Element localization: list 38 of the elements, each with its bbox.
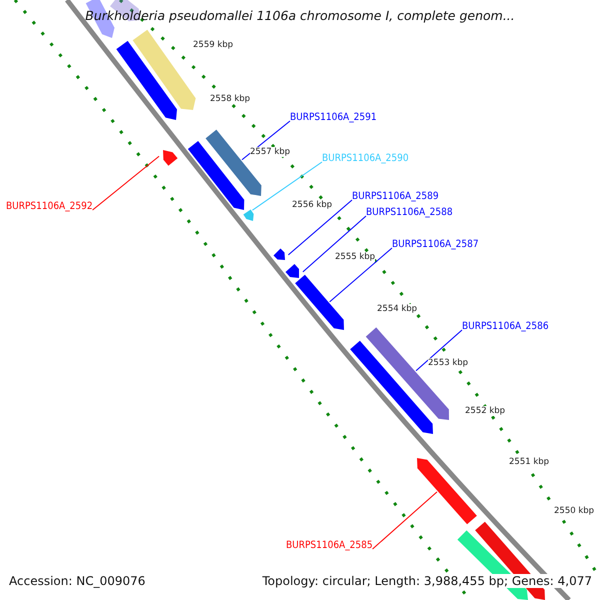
scale-label: 2555 kbp (335, 252, 376, 262)
gene-label: BURPS1106A_2591 (290, 112, 377, 123)
leader-line (329, 248, 392, 302)
gene-label: BURPS1106A_2590 (322, 153, 409, 164)
scale-label: 2559 kbp (193, 40, 234, 50)
scale-label: 2558 kbp (210, 94, 250, 104)
leader-line (242, 120, 290, 160)
gene-feature (286, 264, 299, 278)
leader-line (252, 162, 322, 211)
leader-line (288, 200, 352, 256)
gene-label: BURPS1106A_2589 (352, 191, 439, 202)
leader-line (416, 330, 462, 372)
scale-label: 2557 kbp (250, 147, 290, 157)
info-text: Accession: NC_009076 (9, 574, 146, 588)
gene-feature (116, 40, 177, 120)
scale-label: 2556 kbp (292, 200, 332, 210)
scale-label: 2553 kbp (428, 358, 468, 368)
gene-feature (163, 150, 178, 166)
gene-label: BURPS1106A_2587 (392, 239, 479, 250)
leader-line (302, 216, 366, 272)
gene-feature (188, 141, 244, 210)
gene-feature (243, 210, 254, 221)
leader-line (92, 156, 160, 210)
gene-label: BURPS1106A_2585 (286, 540, 373, 551)
gene-label: BURPS1106A_2592 (6, 201, 93, 212)
scale-label: 2552 kbp (465, 406, 506, 416)
gene-feature (417, 458, 477, 524)
scale-label: 2551 kbp (509, 457, 550, 467)
gene-label: BURPS1106A_2586 (462, 321, 549, 332)
gene-feature (366, 327, 449, 420)
gene-feature (274, 248, 285, 260)
leader-line (372, 491, 438, 550)
gene-feature (295, 274, 344, 330)
gene-label: BURPS1106A_2588 (366, 207, 453, 218)
scale-label: 2554 kbp (377, 304, 418, 314)
scale-label: 2550 kbp (554, 506, 594, 516)
chart-title: Burkholderia pseudomallei 1106a chromosome I, complete genom... (84, 8, 516, 23)
info-text: Topology: circular; Length: 3,988,455 bp; Genes: 4,077 (262, 574, 592, 588)
